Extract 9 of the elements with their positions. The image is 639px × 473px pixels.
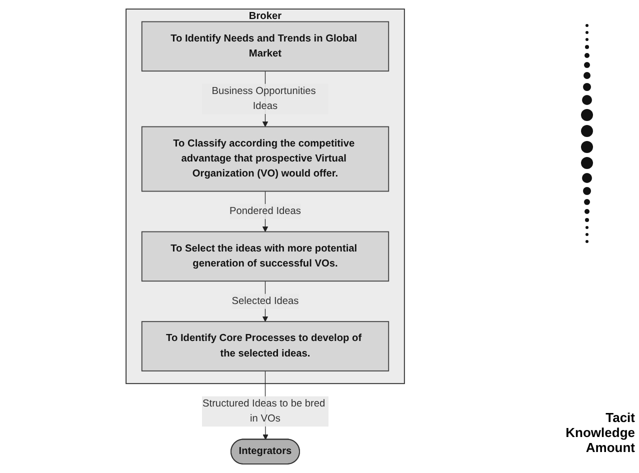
- edge-label: Structured Ideas to be bred in VOs: [202, 398, 325, 424]
- edge-label: Pondered Ideas: [229, 206, 301, 217]
- axis-label: Tacit Knowledge Amount: [564, 410, 635, 455]
- edge-label: Selected Ideas: [232, 296, 298, 306]
- node-box: To Identify Core Processes to develop of the selected ideas.: [141, 321, 389, 372]
- node-box: To Select the ideas with more potential generation of successful VOs.: [141, 231, 389, 282]
- node-box: To Identify Needs and Trends in Global Market: [141, 21, 389, 72]
- node-box: To Classify according the competitive advantage that prospective Virtual Organization (VO) would offer.: [141, 126, 389, 192]
- edge-label: Business Opportunities Ideas: [212, 86, 316, 112]
